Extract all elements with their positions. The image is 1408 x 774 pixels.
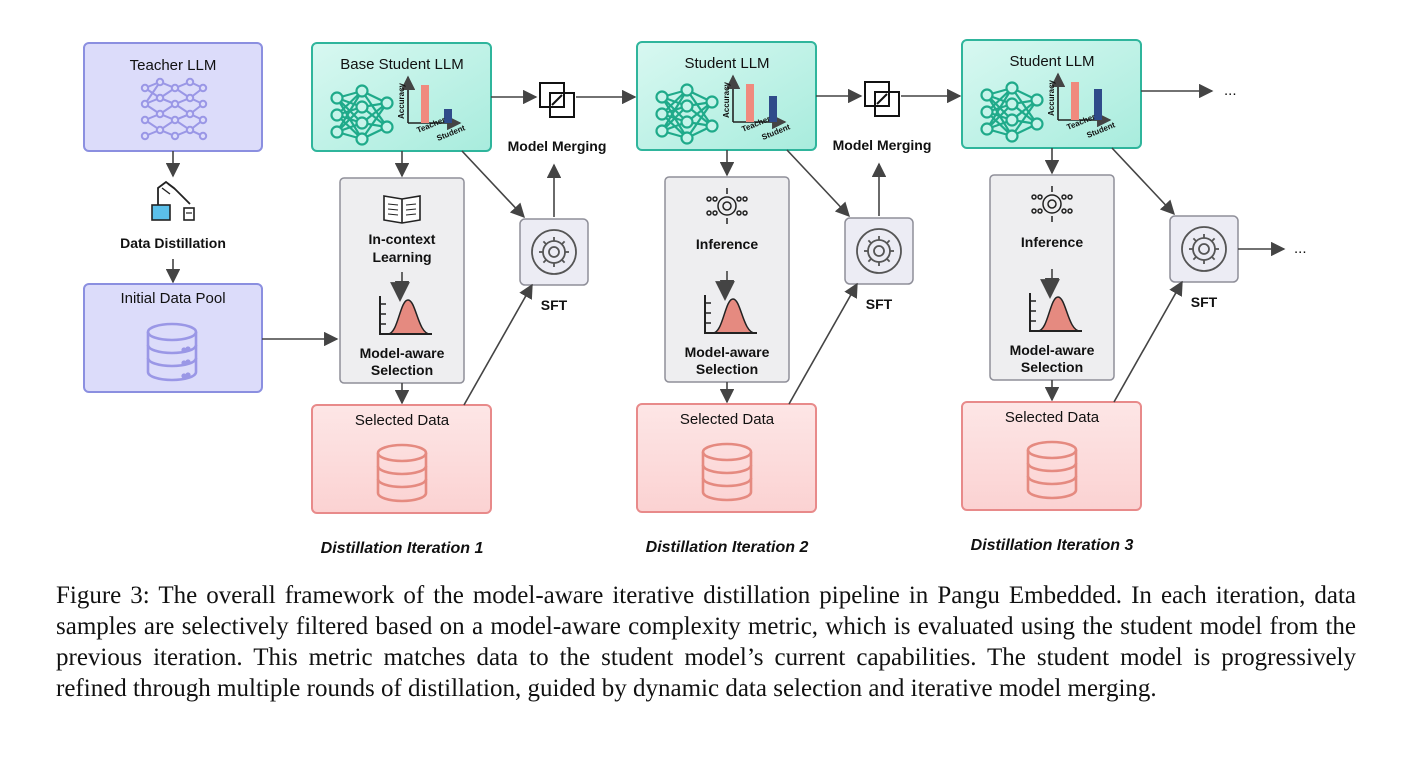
ellipsis-sft: ... — [1294, 240, 1307, 257]
process-step-label: Inference — [1021, 234, 1083, 250]
arrow-data-to-sft — [463, 283, 533, 406]
database-icon — [701, 442, 753, 502]
model-merging-icon — [864, 81, 900, 117]
neural-network-icon — [980, 81, 1044, 143]
neural-network-icon — [655, 83, 719, 145]
teacher-llm-box: Teacher LLM — [83, 42, 263, 152]
student-llm-title: Base Student LLM — [340, 56, 463, 73]
process-step-label-line2: Learning — [372, 249, 431, 265]
inference-gear-icon — [1031, 186, 1073, 222]
arrow-student-to-sft — [461, 150, 525, 219]
sft-box — [519, 218, 589, 286]
data-distillation-label: Data Distillation — [120, 235, 226, 251]
selected-data-box: Selected Data — [961, 401, 1142, 511]
iteration-3: Student LLMAccuracyTeacherStudentInferen… — [961, 39, 1307, 554]
chart-y-label: Accuracy — [397, 82, 406, 119]
sft-box — [844, 217, 914, 285]
iteration-label: Distillation Iteration 1 — [321, 540, 484, 557]
database-icon — [376, 443, 428, 503]
iteration-2: Student LLMAccuracyTeacherStudentInferen… — [636, 41, 962, 556]
data-distillation-icon — [151, 180, 195, 221]
selected-data-box: Selected Data — [311, 404, 492, 514]
sft-label: SFT — [541, 297, 568, 313]
chart-y-label: Accuracy — [722, 81, 731, 118]
distillation-pipeline-diagram: Teacher LLM Data Distillation Initial Da… — [83, 39, 1307, 557]
open-book-icon — [383, 195, 421, 224]
selected-data-box: Selected Data — [636, 403, 817, 513]
iteration-label: Distillation Iteration 2 — [646, 539, 809, 556]
sft-label: SFT — [1191, 294, 1218, 310]
arrow-data-to-sft — [1113, 280, 1183, 403]
database-icon — [1026, 440, 1078, 500]
inference-gear-icon — [706, 188, 748, 224]
arrow-data-to-sft — [788, 282, 858, 405]
gear-cycle-icon — [856, 228, 902, 274]
student-llm-title: Student LLM — [684, 55, 769, 72]
model-merging-label: Model Merging — [833, 137, 932, 153]
student-bar — [1094, 89, 1102, 120]
selection-label-line1: Model-aware — [360, 345, 445, 361]
ellipsis-top: ... — [1224, 82, 1237, 99]
arrow-student-to-sft — [1111, 147, 1175, 216]
selection-label-line2: Selection — [696, 361, 758, 377]
teacher-bar — [421, 85, 429, 123]
sft-label: SFT — [866, 296, 893, 312]
iteration-1: Base Student LLMAccuracyTeacherStudentIn… — [311, 42, 637, 557]
selection-label-line1: Model-aware — [685, 344, 770, 360]
gear-cycle-icon — [1181, 226, 1227, 272]
gear-cycle-icon — [531, 229, 577, 275]
student-bar — [444, 109, 452, 123]
initial-data-pool-title: Initial Data Pool — [120, 290, 225, 307]
teacher-bar — [1071, 82, 1079, 120]
neural-mesh-icon — [140, 77, 208, 141]
model-merging-icon — [539, 82, 575, 118]
student-llm-title: Student LLM — [1009, 53, 1094, 70]
selected-data-title: Selected Data — [680, 411, 775, 428]
student-bar — [769, 96, 777, 122]
selection-label-line2: Selection — [371, 362, 433, 378]
model-merging-label: Model Merging — [508, 138, 607, 154]
arrow-student-to-sft — [786, 149, 850, 218]
process-step-label: Inference — [696, 236, 758, 252]
distribution-icon — [704, 281, 757, 334]
process-step-label-line1: In-context — [369, 231, 436, 247]
selection-label-line1: Model-aware — [1010, 342, 1095, 358]
selected-data-title: Selected Data — [1005, 409, 1100, 426]
iteration-label: Distillation Iteration 3 — [971, 537, 1134, 554]
teacher-llm-title: Teacher LLM — [130, 57, 217, 74]
selection-label-line2: Selection — [1021, 359, 1083, 375]
selected-data-title: Selected Data — [355, 412, 450, 429]
distribution-icon — [1029, 279, 1082, 332]
distribution-icon — [379, 282, 432, 335]
database-icon — [146, 322, 198, 382]
sft-box — [1169, 215, 1239, 283]
chart-y-label: Accuracy — [1047, 79, 1056, 116]
figure-caption: Figure 3: The overall framework of the m… — [56, 582, 1356, 702]
teacher-bar — [746, 84, 754, 122]
initial-data-pool-box: Initial Data Pool — [83, 283, 263, 393]
neural-network-icon — [330, 84, 394, 146]
